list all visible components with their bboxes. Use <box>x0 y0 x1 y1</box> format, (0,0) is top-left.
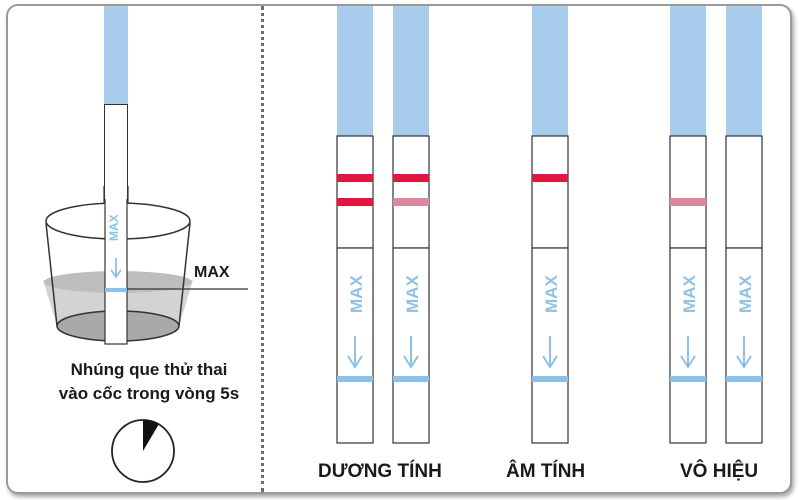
max-label: MAX <box>194 264 230 281</box>
strip-max-text: MAX <box>680 275 699 313</box>
label-invalid: VÔ HIỆU <box>680 461 759 482</box>
instruction-text: Nhúng que thử thai vào cốc trong vòng 5s <box>32 358 266 406</box>
strip-max-text: MAX <box>347 275 366 313</box>
strip-negative <box>531 6 571 450</box>
strip-max-text: MAX <box>542 275 561 313</box>
strip-max-text: MAX <box>736 275 755 313</box>
strip-positive-2 <box>392 6 432 450</box>
instruction-line-1: Nhúng que thử thai <box>70 360 228 379</box>
strip-positive-1 <box>336 6 376 450</box>
strip-max-text: MAX <box>403 275 422 313</box>
illustration-frame: MAX MAX Nhúng que thử thai vào cốc trong… <box>6 4 792 494</box>
strip-invalid-2 <box>725 6 765 450</box>
dipped-strip-body <box>104 104 128 199</box>
label-negative: ÂM TÍNH <box>506 461 586 482</box>
strip-max-text: MAX <box>107 214 121 242</box>
dipped-strip-handle <box>104 6 128 106</box>
strip-invalid-1 <box>669 6 709 450</box>
panel-divider <box>261 6 264 492</box>
instruction-line-2: vào cốc trong vòng 5s <box>58 384 240 403</box>
label-positive: DƯƠNG TÍNH <box>318 461 442 482</box>
clock-icon <box>110 418 176 484</box>
